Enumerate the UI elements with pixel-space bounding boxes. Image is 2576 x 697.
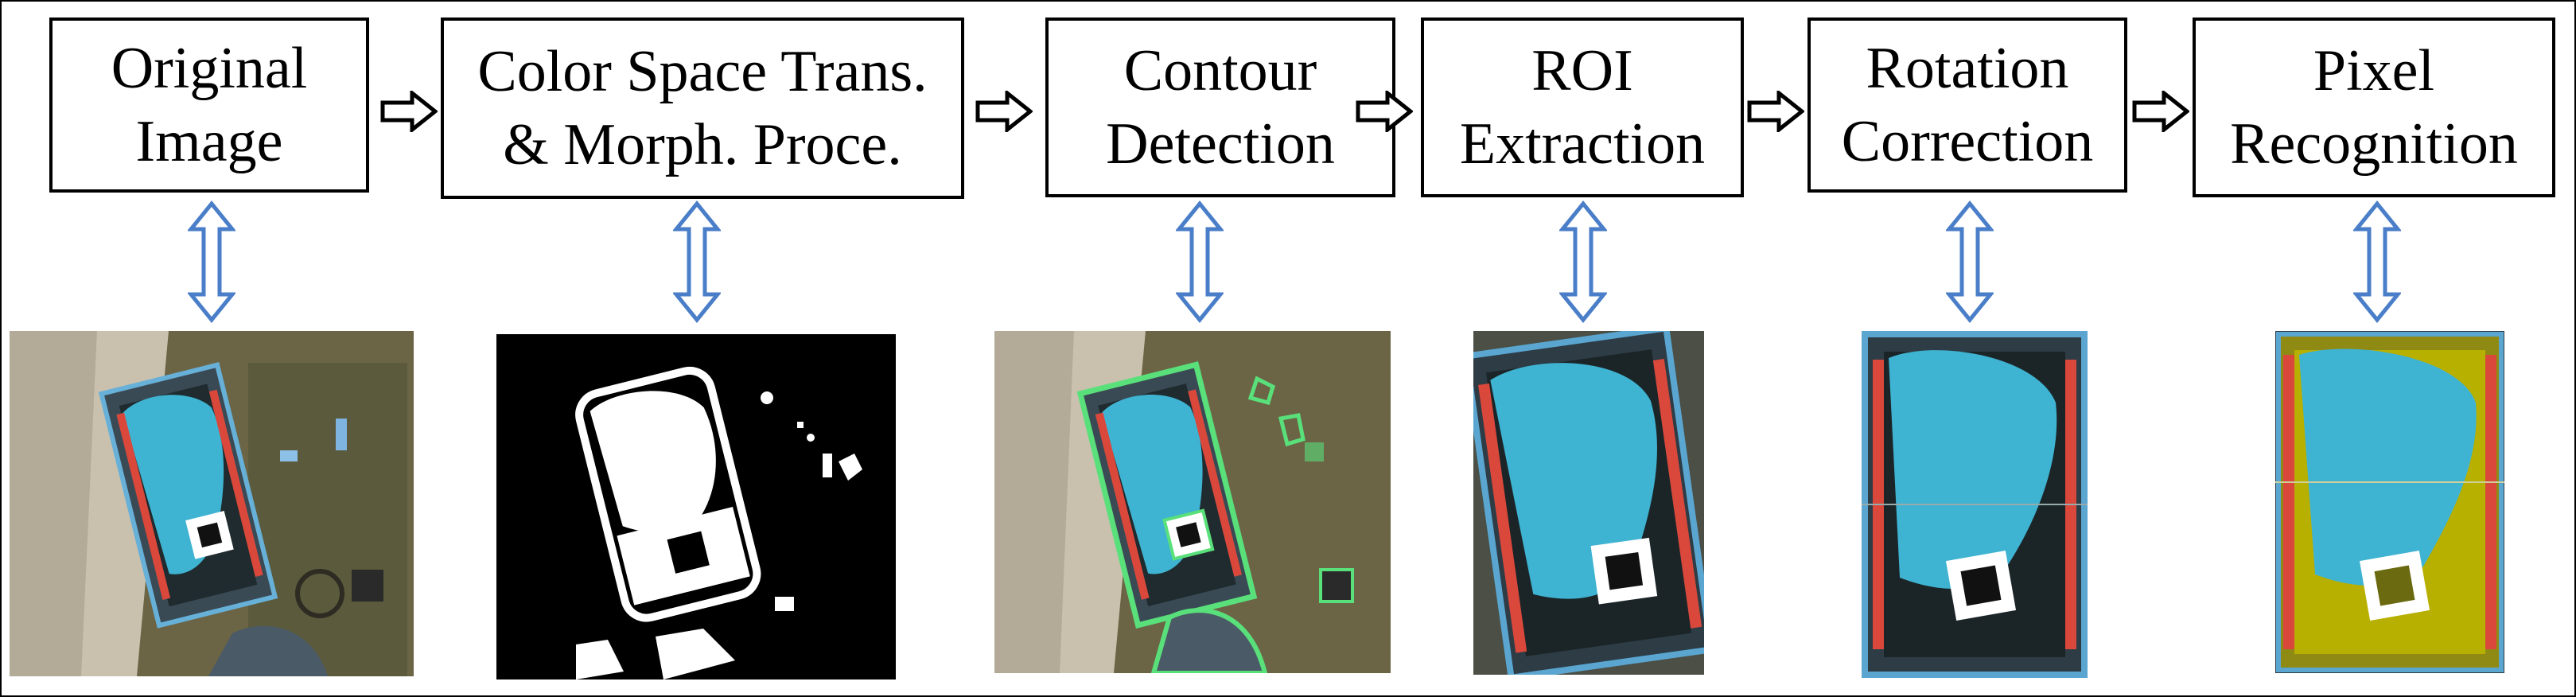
double-arrow-icon: [1559, 201, 1607, 323]
step-label: Color Space Trans. & Morph. Proce.: [477, 39, 928, 177]
step-label: Pixel Recognition: [2230, 38, 2518, 177]
thumbnail-original-image: [10, 331, 414, 676]
thumbnail-roi-extraction: [1473, 331, 1704, 675]
right-arrow-icon: [1356, 91, 1413, 132]
thumbnail-pixel-recognition: [2275, 331, 2504, 673]
thumbnail-contour-detection: [994, 331, 1391, 673]
step-label: Rotation Correction: [1841, 36, 2094, 174]
step-rotation-correction: Rotation Correction: [1807, 18, 2127, 193]
step-label: Contour Detection: [1106, 38, 1335, 177]
right-arrow-icon: [1747, 91, 1804, 132]
right-arrow-icon: [975, 91, 1033, 132]
double-arrow-icon: [188, 201, 235, 323]
step-original-image: Original Image: [49, 18, 369, 193]
thumbnail-binary-image: [496, 334, 896, 679]
double-arrow-icon: [1946, 201, 1994, 323]
double-arrow-icon: [1176, 201, 1224, 323]
double-arrow-icon: [673, 201, 721, 323]
step-roi-extraction: ROI Extraction: [1421, 18, 1744, 197]
step-contour-detection: Contour Detection: [1045, 18, 1395, 197]
right-arrow-icon: [2132, 91, 2189, 132]
step-pixel-recognition: Pixel Recognition: [2193, 18, 2555, 197]
double-arrow-icon: [2353, 201, 2401, 323]
thumbnail-rotation-correction: [1862, 331, 2088, 678]
step-color-space-morph: Color Space Trans. & Morph. Proce.: [441, 18, 964, 199]
right-arrow-icon: [380, 91, 438, 132]
step-label: Original Image: [111, 36, 308, 174]
step-label: ROI Extraction: [1459, 38, 1706, 177]
